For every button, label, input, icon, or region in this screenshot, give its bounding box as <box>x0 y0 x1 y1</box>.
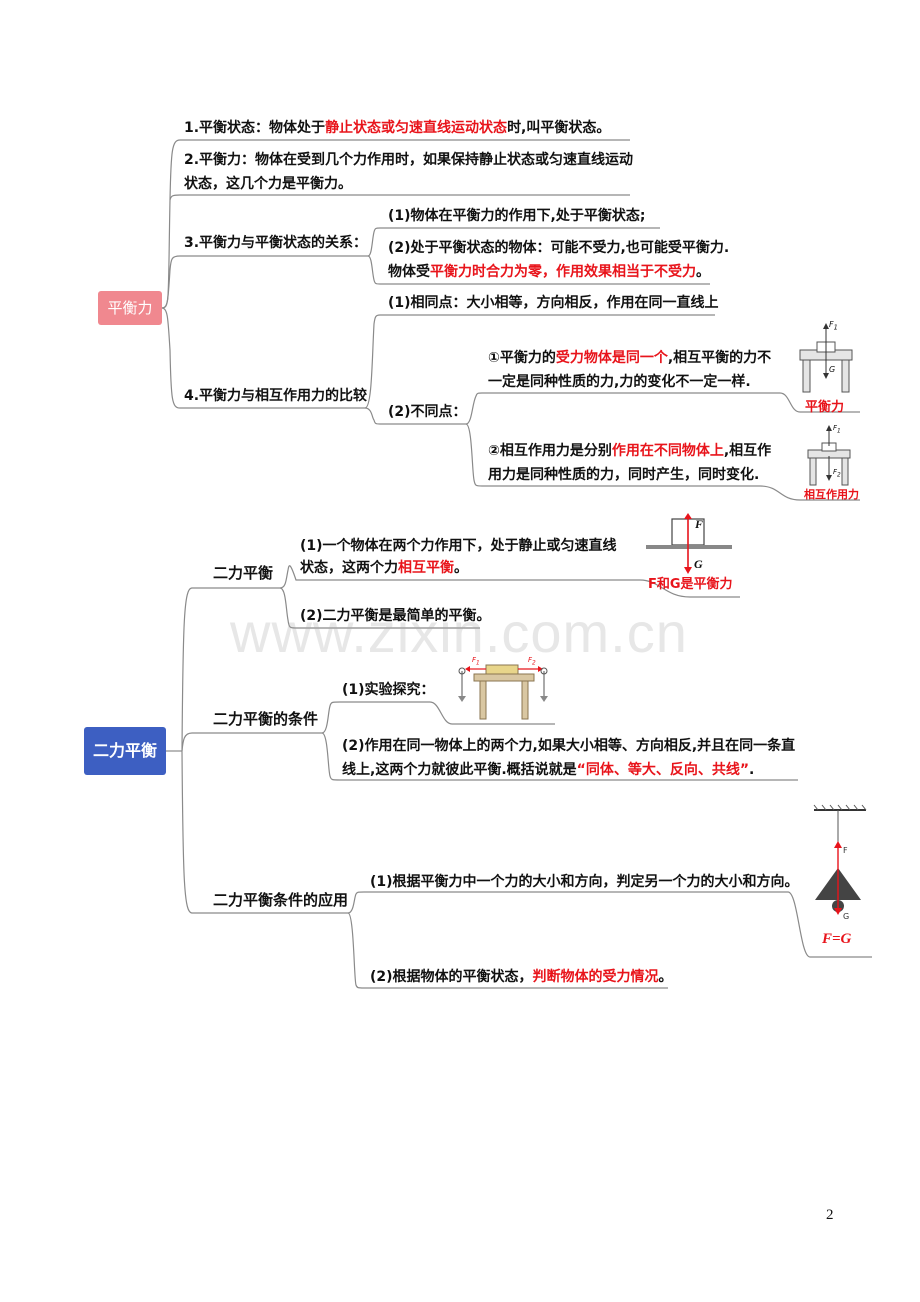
experiment-f1-label: F1 <box>472 656 480 667</box>
branch1-sub1-line1: (1)一个物体在两个力作用下，处于静止或匀速直线 <box>300 538 617 554</box>
item2-balanced-force-line1: 2.平衡力：物体在受到几个力作用时，如果保持静止状态或匀速直线运动 <box>184 152 634 168</box>
balanced-force-f1-label: F1 <box>829 320 838 332</box>
item3-sub1: (1)物体在平衡力的作用下,处于平衡状态; <box>388 208 646 224</box>
root-node-balanced-forces: 平衡力 <box>98 291 162 325</box>
branch1-sub2: (2)二力平衡是最简单的平衡。 <box>300 608 491 624</box>
branch1-label: 二力平衡 <box>213 564 274 582</box>
item4-label: 4.平衡力与相互作用力的比较 <box>184 388 368 404</box>
branch3-sub2: (2)根据物体的平衡状态，判断物体的受力情况。 <box>370 969 673 985</box>
block-caption: F和G是平衡力 <box>648 577 733 592</box>
hanging-object-illustration: F G <box>810 804 870 928</box>
diff2-line1: ②相互作用力是分别作用在不同物体上,相互作 <box>488 443 772 459</box>
balanced-force-g-label: G <box>829 365 836 374</box>
item1-balance-state: 1.平衡状态：物体处于静止状态或匀速直线运动状态时,叫平衡状态。 <box>184 120 611 136</box>
block-g-label: G <box>694 557 703 571</box>
item3-sub2-line1: (2)处于平衡状态的物体：可能不受力,也可能受平衡力. <box>388 240 730 256</box>
item2-balanced-force-line2: 状态，这几个力是平衡力。 <box>184 176 352 192</box>
hanging-g-label: G <box>843 912 850 921</box>
experiment-f2-label: F2 <box>528 656 536 667</box>
hanging-f-label: F <box>843 846 848 855</box>
interaction-force-f2-label: F2 <box>833 468 841 479</box>
interaction-force-caption: 相互作用力 <box>804 488 859 501</box>
hanging-caption: F=G <box>822 931 852 947</box>
balanced-force-illustration: F1 G <box>796 320 856 394</box>
interaction-force-f1-label: F1 <box>833 424 841 435</box>
branch2-sub2-line1: (2)作用在同一物体上的两个力,如果大小相等、方向相反,并且在同一条直 <box>342 738 796 754</box>
diff1-line2: 一定是同种性质的力,力的变化不一定一样. <box>488 374 751 390</box>
interaction-force-illustration: F1 F2 <box>804 424 854 486</box>
balanced-force-caption: 平衡力 <box>805 400 845 415</box>
block-on-ground-illustration: F G <box>646 513 732 575</box>
item4-same-points: (1)相同点：大小相等，方向相反，作用在同一直线上 <box>388 295 719 311</box>
branch3-sub1: (1)根据平衡力中一个力的大小和方向，判定另一个力的大小和方向。 <box>370 874 799 890</box>
diff2-line2: 用力是同种性质的力，同时产生，同时变化. <box>488 467 760 483</box>
branch3-label: 二力平衡条件的应用 <box>213 891 349 909</box>
block-f-label: F <box>695 517 704 531</box>
branch2-sub1: (1)实验探究： <box>342 682 435 698</box>
item3-sub2-line2: 物体受平衡力时合力为零，作用效果相当于不受力。 <box>388 264 710 280</box>
diff1-line1: ①平衡力的受力物体是同一个,相互平衡的力不 <box>488 350 772 366</box>
watermark: www.zixin.com.cn <box>230 601 688 664</box>
item4-diff-label: (2)不同点： <box>388 404 467 420</box>
branch2-label: 二力平衡的条件 <box>213 710 319 728</box>
experiment-table-illustration: F1 F2 <box>456 656 550 722</box>
branch2-sub2-line2: 线上,这两个力就彼此平衡.概括说就是“同体、等大、反向、共线”. <box>342 762 755 778</box>
branch1-sub1-line2: 状态，这两个力相互平衡。 <box>300 560 468 576</box>
page-number: 2 <box>826 1207 834 1223</box>
item3-label: 3.平衡力与平衡状态的关系： <box>184 235 368 251</box>
root-node-two-force-balance: 二力平衡 <box>84 727 166 775</box>
